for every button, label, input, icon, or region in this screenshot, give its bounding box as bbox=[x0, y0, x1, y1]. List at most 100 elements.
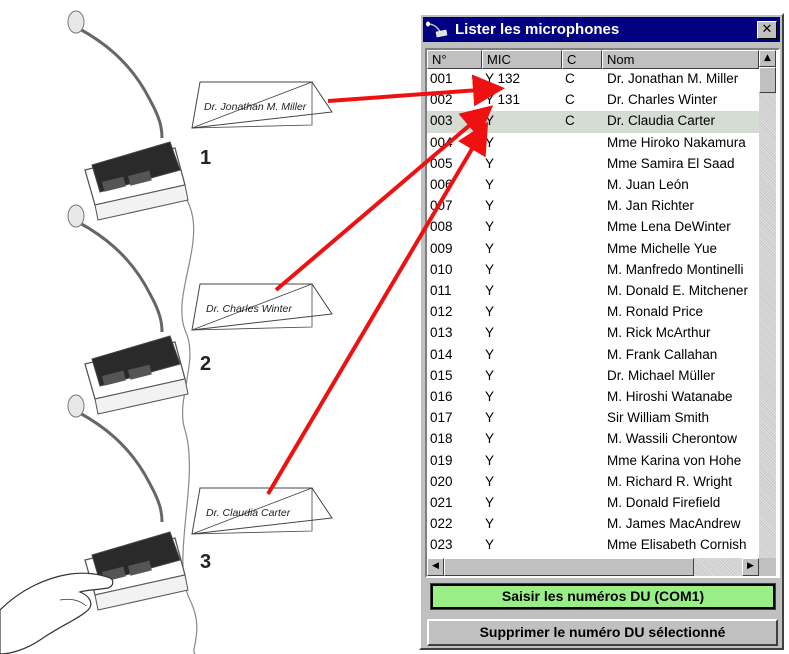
row-c: C bbox=[565, 71, 575, 86]
table-row[interactable]: 022 Y M. James MacAndrew bbox=[427, 514, 759, 535]
row-number: 013 bbox=[430, 325, 453, 341]
row-number: 005 bbox=[430, 155, 453, 171]
row-mic: Y bbox=[485, 261, 495, 277]
row-number: 008 bbox=[430, 219, 453, 235]
row-name: Mme Michelle Yue bbox=[607, 240, 718, 256]
close-icon[interactable]: ✕ bbox=[757, 21, 777, 39]
unit-number-3: 3 bbox=[200, 551, 211, 573]
hand-illustration bbox=[0, 572, 114, 654]
row-mic: Y bbox=[485, 410, 495, 426]
row-number: 022 bbox=[430, 516, 453, 532]
row-number: 002 bbox=[430, 92, 453, 108]
delegate-unit-3 bbox=[67, 394, 189, 611]
row-number: 007 bbox=[430, 198, 453, 214]
microphone-app-icon bbox=[426, 21, 448, 38]
microphone-list[interactable]: N° MIC C Nom 001 Y 132 C Dr. Jonathan M. Mi… bbox=[425, 48, 780, 578]
row-name: Mme Lena DeWinter bbox=[607, 219, 731, 235]
table-row[interactable]: 014 Y M. Frank Callahan bbox=[427, 345, 759, 366]
unit-number-1: 1 bbox=[200, 147, 211, 169]
name-card-1-label: Dr. Jonathan M. Miller bbox=[204, 101, 307, 113]
horizontal-scrollbar[interactable]: ◀ ▶ bbox=[427, 558, 759, 576]
row-mic: Y bbox=[485, 495, 495, 510]
row-mic: Y bbox=[485, 346, 495, 362]
table-row[interactable]: 016 Y M. Hiroshi Watanabe bbox=[427, 387, 759, 408]
row-name: M. James MacAndrew bbox=[607, 516, 741, 532]
row-mic: Y bbox=[485, 431, 495, 447]
row-number: 016 bbox=[430, 389, 453, 404]
row-name: Dr. Jonathan M. Miller bbox=[607, 71, 739, 86]
row-mic: Y bbox=[485, 219, 495, 235]
row-mic: Y bbox=[485, 177, 495, 192]
delegate-unit-2 bbox=[67, 204, 189, 415]
row-name: M. Donald Firefield bbox=[607, 495, 721, 510]
row-number: 012 bbox=[430, 304, 453, 320]
row-number: 006 bbox=[430, 177, 453, 192]
horizontal-scroll-thumb[interactable] bbox=[444, 558, 694, 576]
list-header: N° MIC C Nom bbox=[427, 50, 759, 69]
row-name: M. Rick McArthur bbox=[607, 325, 711, 341]
row-name: Mme Samira El Saad bbox=[607, 155, 735, 171]
row-mic: Y bbox=[485, 134, 495, 150]
unit-number-2: 2 bbox=[200, 353, 211, 375]
column-header-number[interactable]: N° bbox=[427, 50, 482, 69]
vertical-scroll-thumb[interactable] bbox=[759, 67, 776, 93]
row-mic: Y bbox=[485, 198, 495, 214]
table-row[interactable]: 001 Y 132 C Dr. Jonathan M. Miller bbox=[427, 69, 759, 90]
row-name: M. Richard R. Wright bbox=[607, 473, 733, 489]
name-card-1: Dr. Jonathan M. Miller bbox=[191, 81, 333, 129]
delete-selected-du-button[interactable]: Supprimer le numéro DU sélectionné bbox=[427, 619, 778, 646]
row-name: M. Frank Callahan bbox=[607, 346, 718, 362]
name-card-3-label: Dr. Claudia Carter bbox=[206, 507, 291, 519]
row-name: M. Hiroshi Watanabe bbox=[607, 389, 733, 404]
vertical-scrollbar[interactable]: ▲ bbox=[759, 50, 776, 558]
table-row[interactable]: 008 Y Mme Lena DeWinter bbox=[427, 217, 759, 238]
row-name: Mme Hiroko Nakamura bbox=[607, 134, 746, 150]
row-number: 023 bbox=[430, 537, 453, 553]
table-row[interactable]: 004 Y Mme Hiroko Nakamura bbox=[427, 133, 759, 154]
row-name: Dr. Michael Müller bbox=[607, 367, 716, 383]
row-number: 015 bbox=[430, 367, 453, 383]
column-header-c[interactable]: C bbox=[562, 50, 602, 69]
table-row[interactable]: 021 Y M. Donald Firefield bbox=[427, 493, 759, 514]
row-mic: Y 132 bbox=[485, 71, 521, 86]
title-bar[interactable]: Lister les microphones ✕ bbox=[423, 17, 780, 42]
enter-du-numbers-button[interactable]: Saisir les numéros DU (COM1) bbox=[430, 583, 776, 610]
row-name: M. Manfredo Montinelli bbox=[607, 261, 744, 277]
row-number: 021 bbox=[430, 495, 453, 510]
column-header-name[interactable]: Nom bbox=[602, 50, 759, 69]
row-mic: Y bbox=[485, 516, 495, 532]
column-header-mic[interactable]: MIC bbox=[482, 50, 562, 69]
row-number: 003 bbox=[430, 113, 453, 129]
name-card-3: Dr. Claudia Carter bbox=[191, 487, 333, 535]
scrollbar-corner bbox=[759, 558, 776, 576]
row-mic: Y bbox=[485, 240, 495, 256]
scroll-up-icon[interactable]: ▲ bbox=[759, 50, 776, 67]
row-number: 004 bbox=[430, 134, 453, 150]
row-number: 001 bbox=[430, 71, 453, 86]
row-mic: Y bbox=[485, 452, 495, 468]
list-microphones-window: Lister les microphones ✕ N° MIC C Nom 00… bbox=[419, 13, 784, 650]
scroll-right-icon[interactable]: ▶ bbox=[742, 558, 759, 576]
row-number: 014 bbox=[430, 346, 453, 362]
row-name: M. Donald E. Mitchener bbox=[607, 283, 749, 298]
scroll-left-icon[interactable]: ◀ bbox=[427, 558, 444, 576]
row-mic: Y bbox=[485, 389, 495, 404]
row-number: 018 bbox=[430, 431, 453, 447]
